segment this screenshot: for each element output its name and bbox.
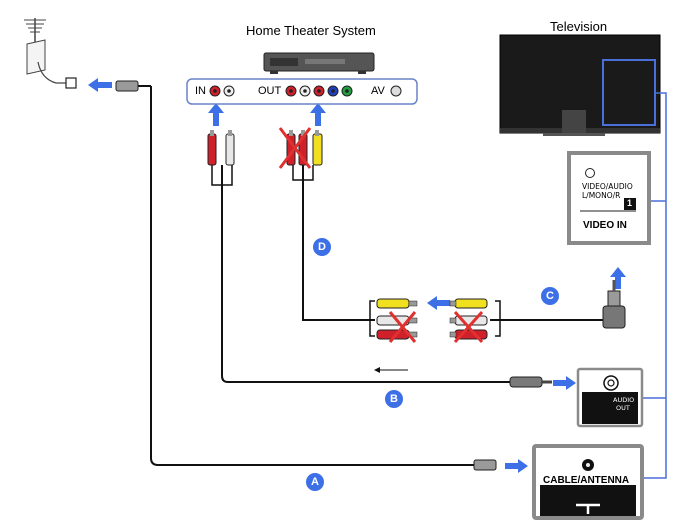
home-theater-unit <box>263 52 375 74</box>
out-label: OUT <box>258 85 282 97</box>
video-audio-label: VIDEO/AUDIO <box>582 182 633 191</box>
tv-link-lines <box>641 92 667 479</box>
audio-rca-plugs <box>207 130 235 166</box>
direction-arrows <box>88 78 626 473</box>
in-label: IN <box>195 85 206 97</box>
connection-badge-a: A <box>306 473 324 491</box>
television-title: Television <box>550 19 608 34</box>
home-theater-title: Home Theater System <box>246 23 376 38</box>
connection-badge-d: D <box>313 238 331 256</box>
connection-badge-c: C <box>541 287 559 305</box>
audio-out-line2: OUT <box>616 404 630 412</box>
video-in-label: VIDEO IN <box>583 220 627 231</box>
home-theater-jacks <box>209 85 402 97</box>
lmono-r-label: L/MONO/R <box>582 191 621 200</box>
video-rca-plugs <box>278 127 323 169</box>
television-icon <box>499 34 661 136</box>
video-in-number: 1 <box>627 198 633 208</box>
audio-out-line1: AUDIO <box>613 396 635 404</box>
rca-adapter <box>376 298 488 344</box>
mini-jack-plug <box>602 280 626 329</box>
av-label: AV <box>371 85 385 97</box>
antenna-icon <box>24 18 77 89</box>
connection-badge-b: B <box>385 390 403 408</box>
cable-antenna-label: CABLE/ANTENNA <box>543 475 630 486</box>
